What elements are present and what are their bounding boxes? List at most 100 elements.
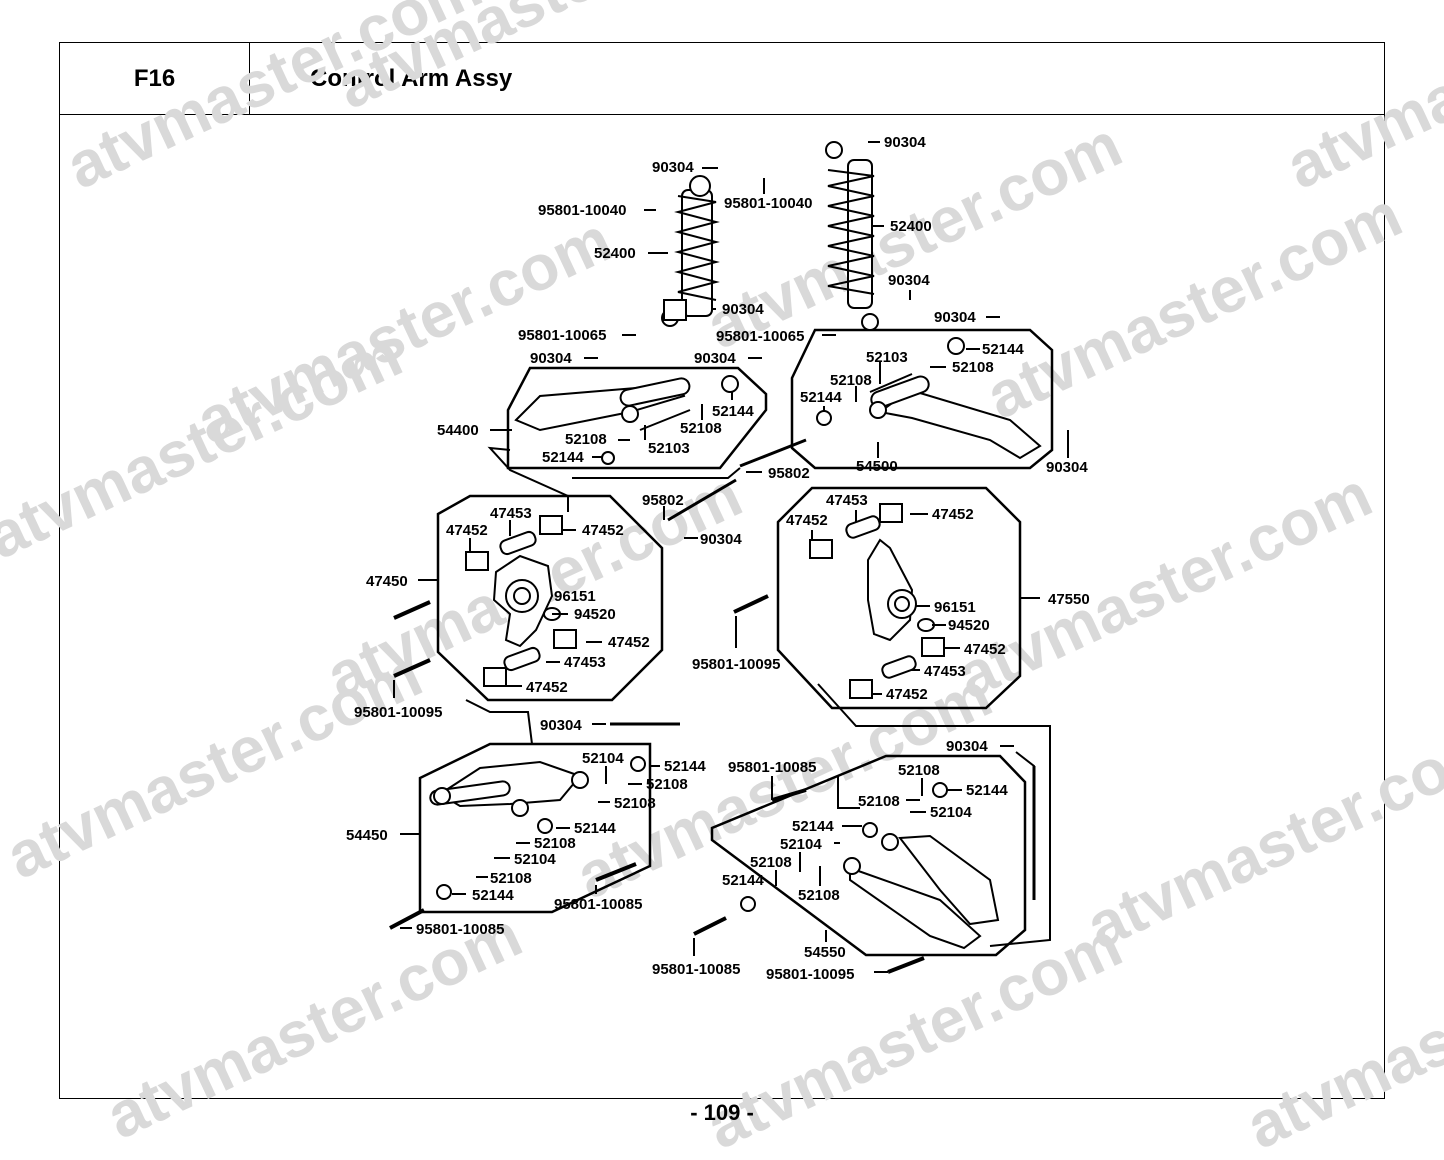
part-number-label: 90304 (888, 272, 930, 289)
part-number-label: 52103 (648, 440, 690, 457)
part-number-label: 95801-10085 (728, 759, 816, 776)
part-number-label: 47453 (826, 492, 868, 509)
part-number-label: 47550 (1048, 591, 1090, 608)
part-number-label: 54500 (856, 458, 898, 475)
page-number: - 109 - (690, 1100, 754, 1125)
watermark: atvmaster.com (1075, 708, 1444, 963)
part-number-label: 90304 (1046, 459, 1088, 476)
part-number-label: 52144 (982, 341, 1024, 358)
shock-absorber-right (825, 141, 879, 331)
part-labels: 90304 95801-10040 52400 90304 95801-10065 903… (346, 134, 1090, 983)
part-number-label: 52108 (565, 431, 607, 448)
part-number-label: 47452 (964, 641, 1006, 658)
frame-54450 (418, 742, 652, 914)
watermark: atvmaster.com (945, 458, 1382, 713)
leader-lines (393, 141, 1069, 973)
frame-54550 (710, 754, 1027, 957)
part-number-label: 47452 (608, 634, 650, 651)
knuckle-left (465, 515, 577, 687)
part-number-label: 52144 (472, 887, 514, 904)
part-number-label: 52108 (534, 835, 576, 852)
part-number-label: 90304 (530, 350, 572, 367)
upper-arm-54500 (816, 337, 1042, 460)
watermark: atvmaster.com (0, 318, 412, 573)
frame-54500 (790, 328, 1054, 470)
frame-47550 (776, 486, 1022, 710)
part-number-label: 95802 (642, 492, 684, 509)
part-number-label: 47453 (924, 663, 966, 680)
part-number-label: 52144 (722, 872, 764, 889)
frame-47450 (436, 494, 664, 702)
part-number-label: 94520 (574, 606, 616, 623)
part-number-label: 95801-10065 (716, 328, 804, 345)
part-number-label: 52400 (890, 218, 932, 235)
part-number-label: 47452 (446, 522, 488, 539)
group-frames (418, 328, 1054, 957)
part-number-label: 52108 (680, 420, 722, 437)
watermark: atvmaster.com (0, 638, 432, 893)
part-number-label: 52144 (712, 403, 754, 420)
part-number-label: 52144 (542, 449, 584, 466)
part-number-label: 90304 (934, 309, 976, 326)
part-number-label: 47453 (490, 505, 532, 522)
lower-arm-54450 (429, 756, 646, 900)
section-code: F16 (133, 65, 176, 92)
part-number-label: 95801-10085 (652, 961, 740, 978)
shock-absorber-left (661, 175, 720, 327)
part-number-label: 52108 (646, 776, 688, 793)
part-number-label: 54450 (346, 827, 388, 844)
part-number-label: 54550 (804, 944, 846, 961)
upper-arm-54400 (514, 375, 739, 465)
part-number-label: 52144 (664, 758, 706, 775)
part-number-label: 90304 (722, 301, 764, 318)
part-number-label: 47453 (564, 654, 606, 671)
part-number-label: 95801-10095 (354, 704, 442, 721)
part-number-label: 90304 (884, 134, 926, 151)
part-number-label: 90304 (946, 738, 988, 755)
part-number-label: 90304 (540, 717, 582, 734)
part-number-label: 52144 (966, 782, 1008, 799)
part-number-label: 95801-10065 (518, 327, 606, 344)
part-number-label: 52108 (798, 887, 840, 904)
part-number-label: 47452 (786, 512, 828, 529)
part-number-label: 95801-10095 (692, 656, 780, 673)
part-number-label: 95801-10040 (724, 195, 812, 212)
part-number-label: 90304 (700, 531, 742, 548)
part-number-label: 52108 (614, 795, 656, 812)
part-number-label: 52108 (750, 854, 792, 871)
part-number-label: 52144 (800, 389, 842, 406)
watermark: atvmaster.com (1275, 0, 1444, 203)
part-number-label: 52104 (780, 836, 822, 853)
part-number-label: 52144 (574, 820, 616, 837)
part-number-label: 52400 (594, 245, 636, 262)
part-number-label: 52108 (858, 793, 900, 810)
part-number-label: 52108 (830, 372, 872, 389)
lower-arm-54550 (740, 782, 1000, 950)
part-number-label: 52103 (866, 349, 908, 366)
watermark: atvmaster.com (975, 178, 1412, 433)
part-number-label: 47452 (886, 686, 928, 703)
part-number-label: 52104 (582, 750, 624, 767)
part-number-label: 52108 (490, 870, 532, 887)
part-number-label: 52108 (898, 762, 940, 779)
part-number-label: 95801-10040 (538, 202, 626, 219)
frame-54400 (506, 366, 768, 470)
part-number-label: 47450 (366, 573, 408, 590)
part-number-label: 54400 (437, 422, 479, 439)
part-number-label: 52104 (514, 851, 556, 868)
part-number-label: 95801-10085 (554, 896, 642, 913)
part-number-label: 47452 (582, 522, 624, 539)
part-number-label: 90304 (694, 350, 736, 367)
part-number-label: 52144 (792, 818, 834, 835)
components (389, 141, 1042, 974)
part-number-label: 94520 (948, 617, 990, 634)
diagram-area (59, 114, 1385, 1099)
part-number-label: 90304 (652, 159, 694, 176)
part-number-label: 52108 (952, 359, 994, 376)
part-number-label: 47452 (932, 506, 974, 523)
part-number-label: 96151 (554, 588, 596, 605)
part-number-label: 47452 (526, 679, 568, 696)
knuckle-right (809, 503, 945, 699)
